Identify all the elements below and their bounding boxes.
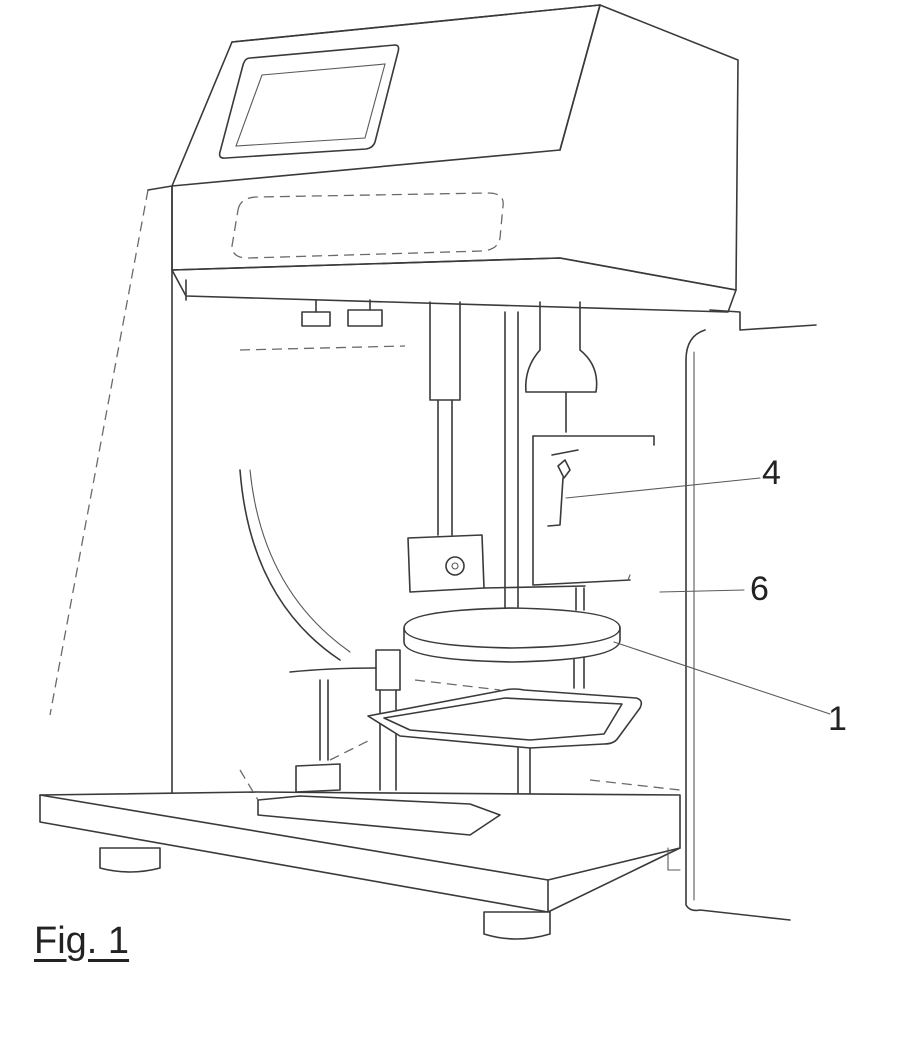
leader-line-4	[566, 478, 760, 498]
upper-clamps	[240, 300, 405, 350]
round-disc	[404, 608, 620, 662]
leader-lines	[566, 478, 830, 714]
cabinet-left-outline	[50, 186, 172, 715]
label-part-6: 6	[750, 572, 769, 606]
measuring-head	[526, 302, 597, 432]
head-housing	[172, 5, 738, 312]
figure-caption: Fig. 1	[34, 922, 129, 960]
base-plate	[40, 770, 680, 912]
label-part-1: 1	[828, 702, 847, 736]
sensor-bracket	[533, 436, 654, 585]
tray	[368, 689, 641, 748]
leader-line-1	[614, 642, 830, 714]
leader-line-6	[660, 590, 744, 592]
rear-wall	[686, 310, 816, 920]
piston-rod	[408, 302, 484, 592]
label-part-4: 4	[762, 456, 781, 490]
